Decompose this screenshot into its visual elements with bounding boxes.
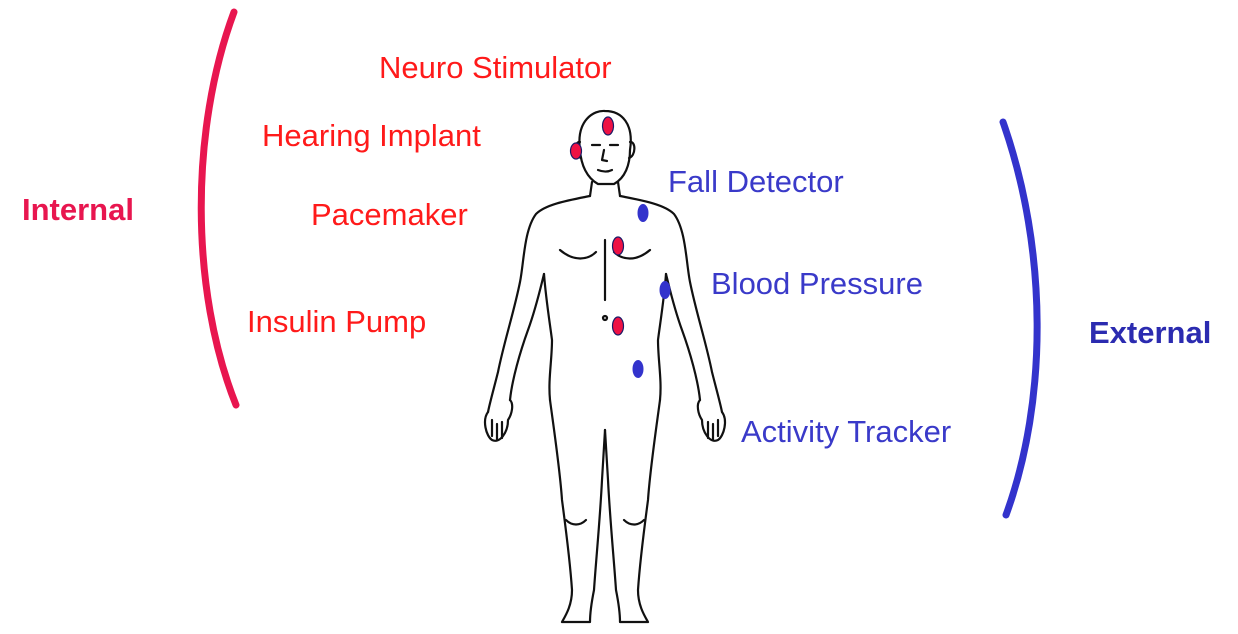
hearing-implant-label: Hearing Implant [262,120,481,151]
neuro-stimulator-label: Neuro Stimulator [379,52,612,83]
activity-tracker-marker [633,360,644,378]
blood-pressure-label: Blood Pressure [711,268,923,299]
blood-pressure-marker [660,281,671,299]
external-group-label: External [1089,317,1211,348]
insulin-pump-label: Insulin Pump [247,306,426,337]
fall-detector-label: Fall Detector [668,166,844,197]
activity-tracker-label: Activity Tracker [741,416,951,447]
insulin-pump-marker [613,317,624,335]
external-bracket [1003,122,1037,515]
neuro-stimulator-marker [603,117,614,135]
pacemaker-marker [613,237,624,255]
hearing-implant-marker [571,143,582,159]
internal-group-label: Internal [22,194,134,225]
fall-detector-marker [638,204,649,222]
internal-bracket [201,12,236,405]
pacemaker-label: Pacemaker [311,199,468,230]
